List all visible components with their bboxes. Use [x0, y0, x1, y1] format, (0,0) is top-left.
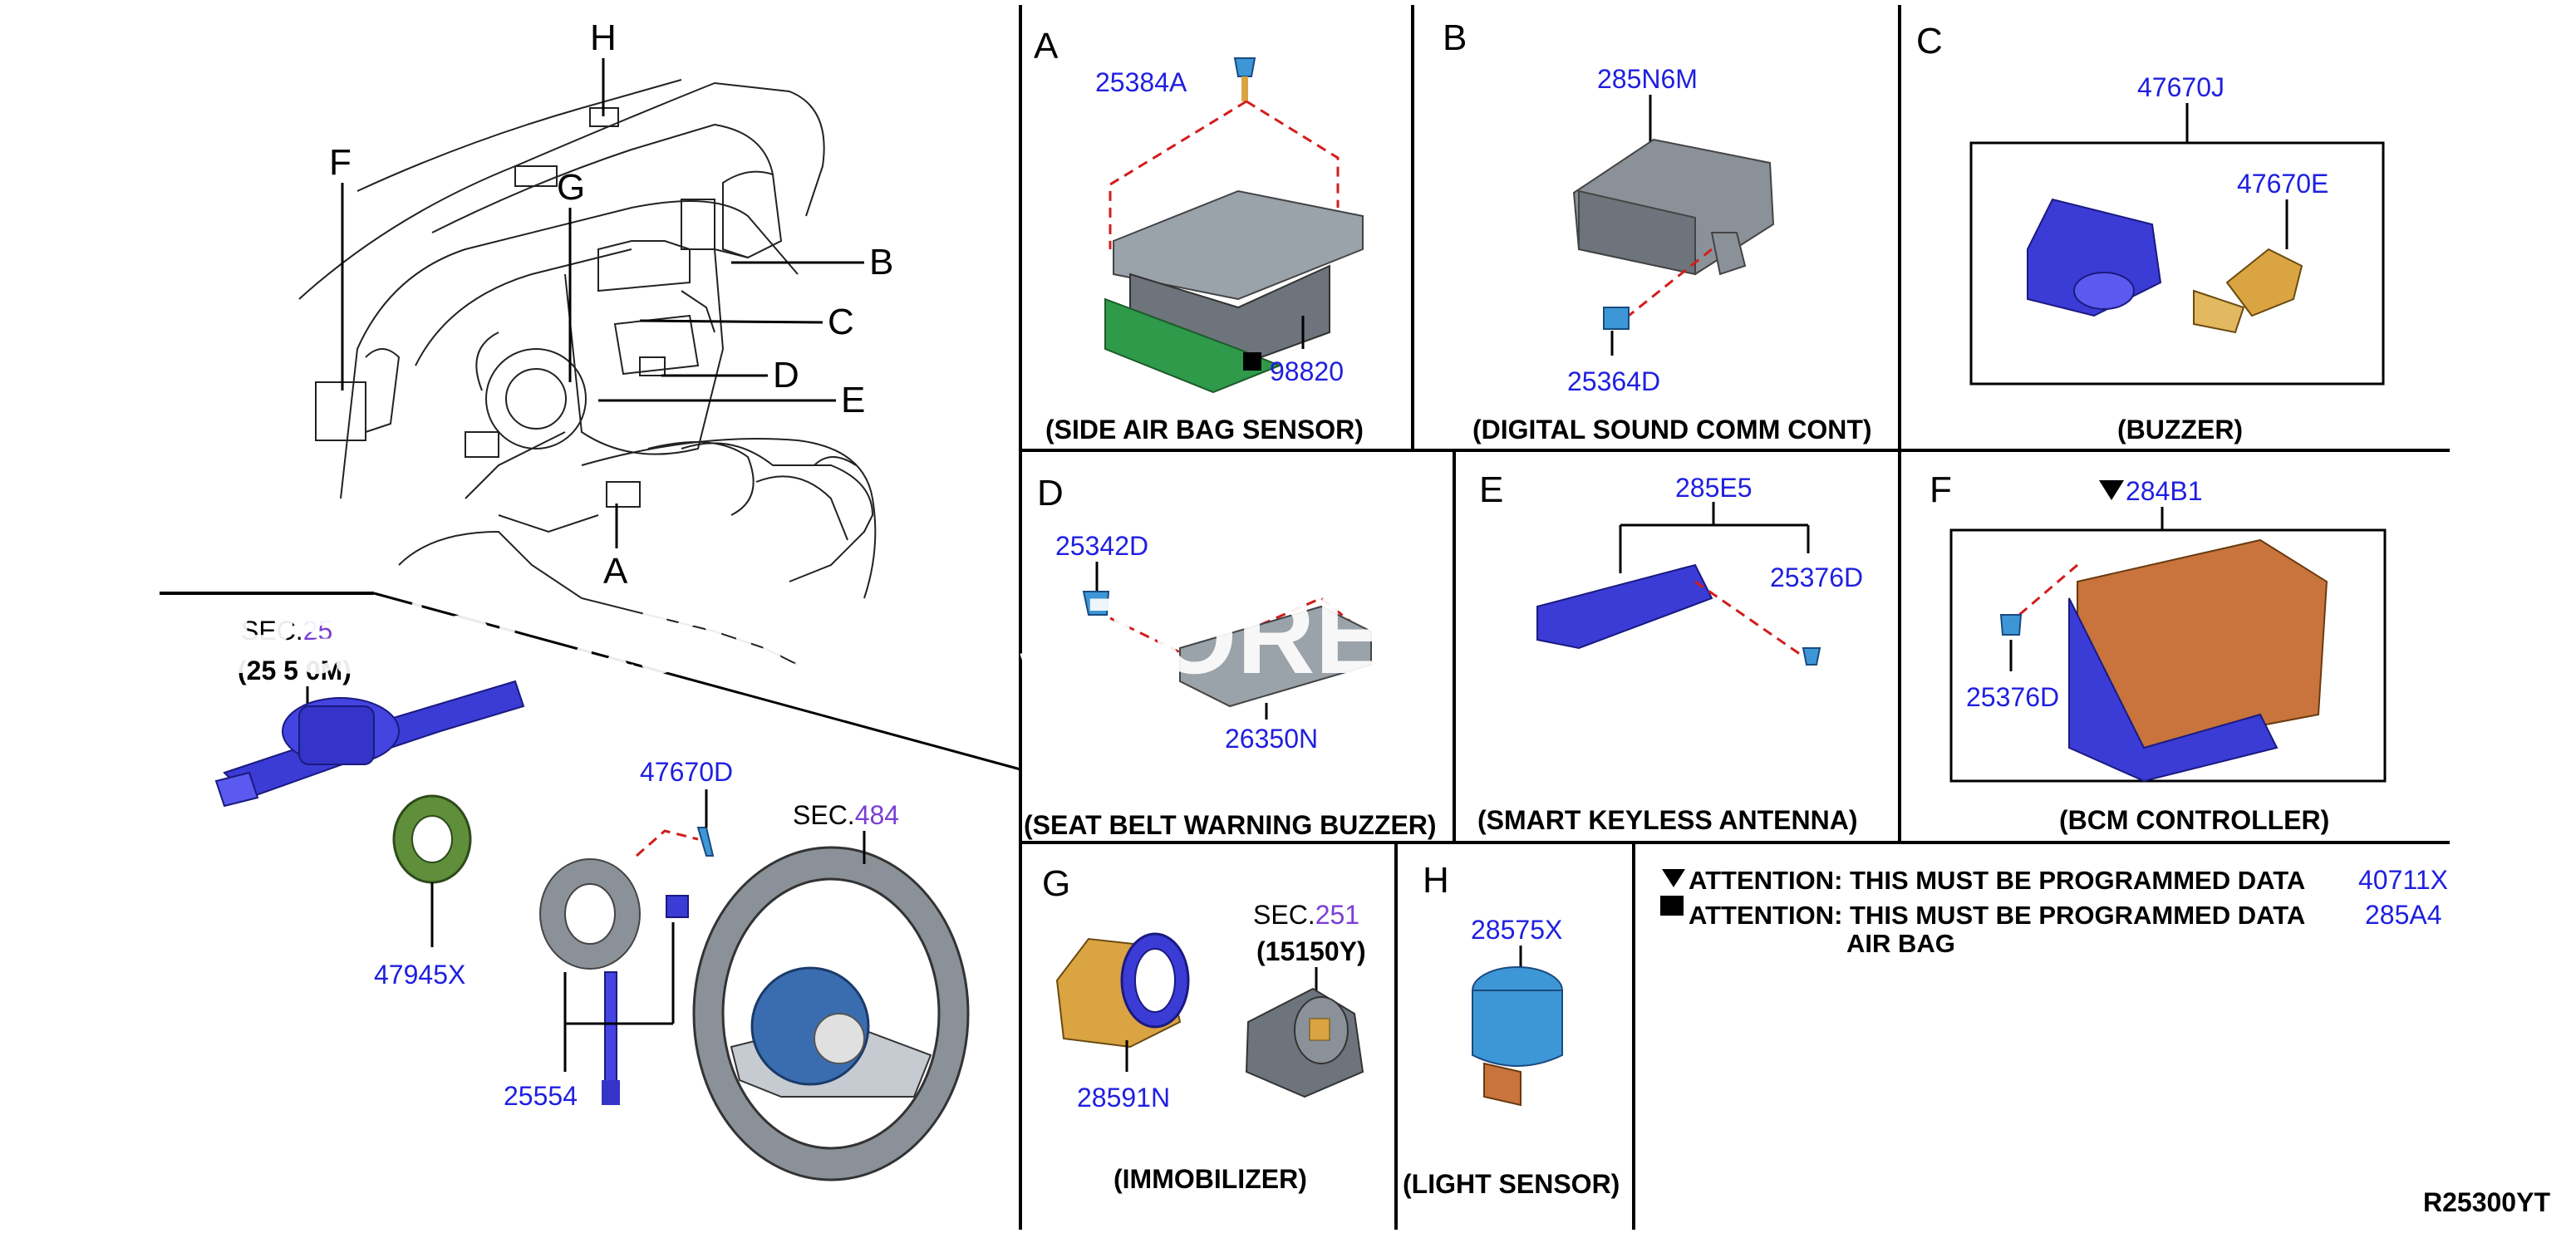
panel-b-caption: (DIGITAL SOUND COMM CONT) — [1472, 415, 1872, 445]
note-1-part: 40711X — [2358, 865, 2448, 895]
part-98820: 98820 — [1270, 356, 1344, 386]
panel-f-letter: F — [1930, 469, 1952, 510]
part-25384a: 25384A — [1095, 67, 1187, 97]
panel-e-letter: E — [1479, 469, 1503, 510]
spiral-cable — [392, 794, 472, 884]
locator-a: A — [603, 551, 628, 592]
panel-f: F 284B1 25376D (BCM CONTROLLER) — [1930, 469, 2387, 835]
panel-a: A 25384A 98820 (SIDE AIR BAG SENSOR) — [1034, 26, 1364, 445]
part-47670d: 47670D — [640, 757, 733, 787]
panel-c-caption: (BUZZER) — [2117, 415, 2243, 445]
dashboard-overview — [298, 79, 877, 666]
note-2-square-icon — [1660, 896, 1684, 916]
note-2-extra: AIR BAG — [1846, 929, 1955, 958]
part-25364d: 25364D — [1567, 366, 1660, 396]
panel-d-letter: D — [1037, 473, 1064, 513]
steering-wheel — [692, 846, 970, 1181]
part-25376d-f: 25376D — [1966, 682, 2059, 712]
panel-grid — [160, 5, 2450, 1230]
combination-switch — [214, 680, 525, 808]
notes: ATTENTION: THIS MUST BE PROGRAMMED DATA … — [1660, 865, 2448, 958]
panel-d-caption: (SEAT BELT WARNING BUZZER) — [1024, 810, 1437, 840]
panel-e-caption: (SMART KEYLESS ANTENNA) — [1477, 805, 1857, 835]
panel-a-letter: A — [1034, 26, 1059, 66]
sec-ref-top-sub: (25 5 0M) — [238, 656, 351, 685]
panel-g-sec-sub: (15150Y) — [1256, 936, 1366, 966]
steering-angle-sensor — [539, 858, 689, 1105]
part-47670j: 47670J — [2137, 72, 2225, 102]
part-28591n: 28591N — [1077, 1083, 1170, 1113]
panel-g-sec-prefix: SEC. — [1253, 900, 1315, 930]
part-47945x: 47945X — [374, 960, 465, 990]
panel-h: H 28575X (LIGHT SENSOR) — [1403, 860, 1620, 1199]
panel-g-caption: (IMMOBILIZER) — [1113, 1164, 1307, 1194]
part-25376d-e: 25376D — [1770, 562, 1863, 592]
part-285n6m: 285N6M — [1597, 64, 1698, 94]
svg-text:SEC.484: SEC.484 — [793, 800, 899, 830]
part-284b1: 284B1 — [2126, 476, 2203, 506]
note-2-part: 285A4 — [2365, 900, 2442, 930]
panel-b-letter: B — [1443, 17, 1467, 58]
panel-h-letter: H — [1423, 860, 1449, 901]
panel-b: B 285N6M 25364D (DIGITAL SOUND COMM CONT… — [1443, 17, 1872, 445]
part-25554: 25554 — [504, 1081, 578, 1111]
panel-e: E 285E5 25376D (SMART KEYLESS ANTENNA) — [1477, 469, 1863, 835]
sec-ref-wheel-number: 484 — [855, 800, 899, 830]
panel-a-caption: (SIDE AIR BAG SENSOR) — [1045, 415, 1364, 445]
locator-c: C — [828, 302, 854, 342]
panel-g: G 28591N SEC.251 (15150Y) (IMMOBILIZER) — [1042, 863, 1366, 1194]
note-1-text: ATTENTION: THIS MUST BE PROGRAMMED DATA — [1689, 866, 2305, 895]
panel-d: D 25342D 26350N (SEAT BELT WARNING BUZZE… — [1024, 473, 1437, 840]
part-28575x: 28575X — [1471, 915, 1562, 945]
panel-c-letter: C — [1916, 21, 1943, 61]
panel-c: C 47670J 47670E (BUZZER) — [1916, 21, 2385, 445]
left-parts: SEC.25 (25 5 0M) 47945X 47670D — [214, 616, 970, 1181]
svg-text:SEC.251: SEC.251 — [1253, 900, 1359, 930]
locator-f: F — [329, 142, 351, 183]
part-26350n: 26350N — [1225, 724, 1318, 754]
panel-h-caption: (LIGHT SENSOR) — [1403, 1169, 1620, 1199]
sec-ref-wheel-prefix: SEC. — [793, 800, 855, 830]
part-285e5: 285E5 — [1675, 473, 1753, 503]
note-2-text: ATTENTION: THIS MUST BE PROGRAMMED DATA — [1689, 901, 2305, 930]
panel-g-sec-number: 251 — [1315, 900, 1359, 930]
locator-h: H — [590, 17, 617, 58]
panel-g-letter: G — [1042, 863, 1070, 904]
part-47670e: 47670E — [2237, 169, 2328, 199]
panel-f-caption: (BCM CONTROLLER) — [2059, 805, 2329, 835]
watermark: PartsCatalogueSTORE — [224, 575, 1387, 696]
svg-text:SEC.25: SEC.25 — [241, 616, 332, 646]
overview-locators: H F G B C D E A — [329, 17, 893, 592]
note-1-triangle-icon — [1662, 869, 1685, 887]
locator-b: B — [869, 242, 893, 282]
sec-ref-top-number: 25 — [303, 616, 333, 646]
locator-g: G — [557, 167, 585, 208]
locator-d: D — [773, 355, 799, 395]
locator-e: E — [841, 380, 865, 420]
sec-ref-top-prefix: SEC. — [241, 616, 303, 646]
part-25342d: 25342D — [1055, 531, 1148, 561]
diagram-id: R25300YT — [2423, 1187, 2550, 1217]
